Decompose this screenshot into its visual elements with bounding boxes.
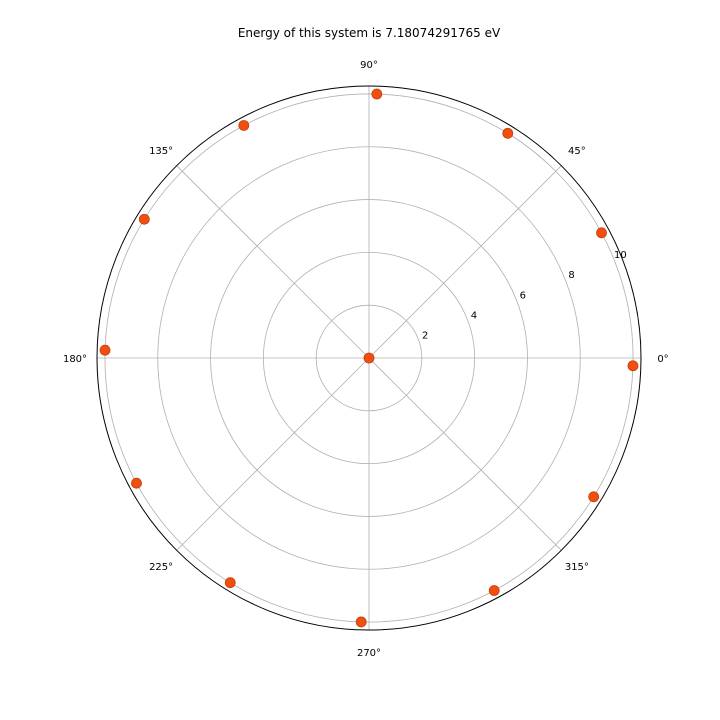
radial-tick-label: 4 [471,311,477,322]
angle-tick-label: 0° [657,354,668,365]
angular-gridline [368,357,562,551]
radial-tick-label: 10 [614,250,627,261]
data-point [138,213,150,225]
radial-tick-label: 6 [520,290,526,301]
chart-title: Energy of this system is 7.18074291765 e… [238,26,501,40]
angle-tick-label: 180° [63,354,87,365]
polar-grid [96,85,642,631]
angular-gridline [368,165,562,359]
data-point [371,88,383,100]
angular-gridline [176,357,370,551]
data-point [131,477,142,489]
angular-gridline [176,165,370,359]
data-point [363,352,375,364]
tick-labels: 0° 45° 90° 135° 180° 225° 270° 315° 2 4 6 8 10 [63,60,669,659]
polar-frame [96,85,642,631]
data-point [596,227,607,239]
data-points [99,88,639,628]
angle-tick-label: 270° [357,648,381,659]
radial-tick-label: 2 [422,331,428,342]
data-point [627,360,639,372]
angle-tick-label: 45° [568,146,586,157]
data-point [502,127,514,139]
data-point [99,344,111,356]
radial-tick-label: 8 [568,270,574,281]
angle-tick-label: 315° [565,562,589,573]
data-point [238,120,250,131]
angle-tick-label: 90° [360,60,378,71]
angle-tick-label: 225° [149,562,173,573]
angle-tick-label: 135° [149,146,173,157]
data-point [224,577,236,589]
data-point [488,585,500,596]
data-point [588,491,600,503]
data-point [355,616,367,628]
